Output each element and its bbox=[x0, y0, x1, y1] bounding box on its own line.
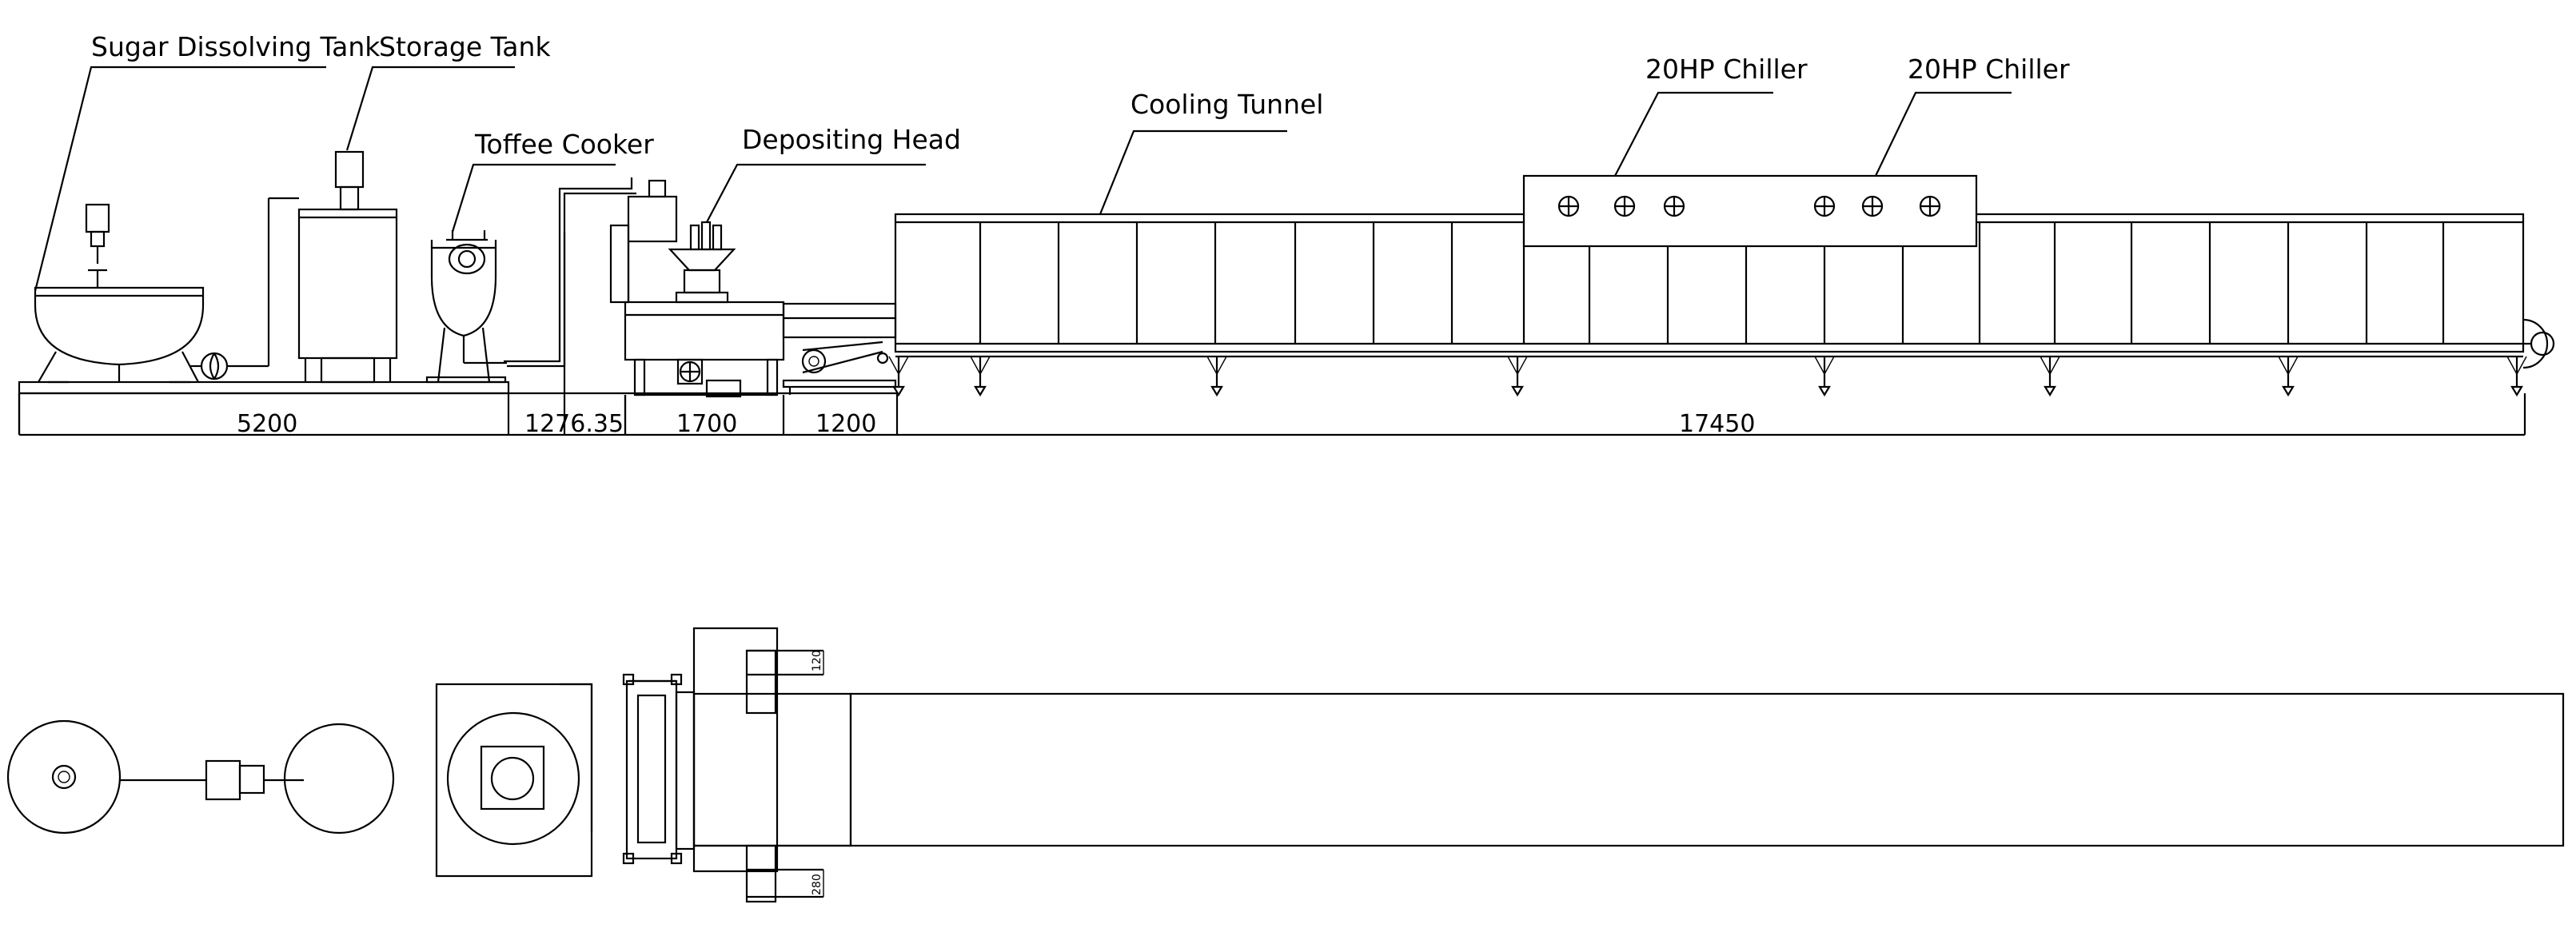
chiller-fan-5-icon bbox=[1861, 195, 1884, 217]
chiller-fan-6-icon bbox=[1919, 195, 1941, 217]
plan-dim-top: 120 bbox=[811, 650, 823, 671]
chiller-box-drawing bbox=[1522, 174, 1978, 248]
depositor-hopper-drawing bbox=[609, 179, 678, 304]
dimension-chain: 5200 1276.35 1700 1200 17450 bbox=[18, 392, 2526, 438]
dim-5200: 5200 bbox=[237, 410, 297, 438]
tunnel-leg bbox=[970, 356, 991, 397]
plan-storage-tank bbox=[283, 723, 395, 834]
tunnel-leg bbox=[2506, 356, 2527, 397]
plan-toffee-cooker bbox=[435, 683, 593, 878]
plan-cooling-tunnel bbox=[849, 692, 2565, 847]
chiller-fan-1-icon bbox=[1557, 195, 1580, 217]
chiller-fan-2-icon bbox=[1613, 195, 1636, 217]
tunnel-leg bbox=[1507, 356, 1528, 397]
plan-sugar-tank bbox=[6, 719, 206, 834]
tunnel-leg bbox=[888, 356, 909, 397]
dim-1200: 1200 bbox=[815, 410, 876, 438]
plan-depositor: 120 280 bbox=[622, 627, 852, 903]
label-toffee-cooker: Toffee Cooker bbox=[474, 129, 654, 160]
plan-view: 120 280 bbox=[6, 627, 2565, 903]
storage-tank-drawing bbox=[297, 150, 398, 384]
plan-pump bbox=[205, 759, 304, 801]
tunnel-leg bbox=[1814, 356, 1835, 397]
label-storage-tank: Storage Tank bbox=[379, 31, 551, 62]
dim-1276: 1276.35 bbox=[524, 410, 624, 438]
chiller-fan-4-icon bbox=[1813, 195, 1836, 217]
callouts: Sugar Dissolving Tank Storage Tank Toffe… bbox=[34, 31, 2070, 292]
transfer-pump-drawing bbox=[190, 197, 299, 380]
tunnel-leg bbox=[2278, 356, 2299, 397]
toffee-cooker-drawing bbox=[425, 230, 507, 384]
label-cooling-tunnel: Cooling Tunnel bbox=[1130, 89, 1323, 120]
elevation-view: Sugar Dissolving Tank Storage Tank Toffe… bbox=[18, 31, 2555, 438]
tunnel-leg bbox=[2040, 356, 2060, 397]
feed-pipe-drawing bbox=[504, 177, 636, 435]
depositing-head-drawing bbox=[624, 221, 785, 435]
dim-17450: 17450 bbox=[1679, 410, 1755, 438]
label-sugar-dissolving-tank: Sugar Dissolving Tank bbox=[91, 31, 381, 62]
label-chiller-1: 20HP Chiller bbox=[1645, 54, 1808, 85]
dim-1700: 1700 bbox=[676, 410, 737, 438]
transfer-conveyor-drawing bbox=[782, 302, 897, 395]
sugar-dissolving-tank-drawing bbox=[34, 203, 205, 384]
tunnel-leg bbox=[1206, 356, 1227, 397]
chiller-fan-3-icon bbox=[1663, 195, 1685, 217]
plan-dim-bottom: 280 bbox=[811, 874, 823, 895]
label-chiller-2: 20HP Chiller bbox=[1908, 54, 2070, 85]
label-depositing-head: Depositing Head bbox=[742, 124, 961, 155]
